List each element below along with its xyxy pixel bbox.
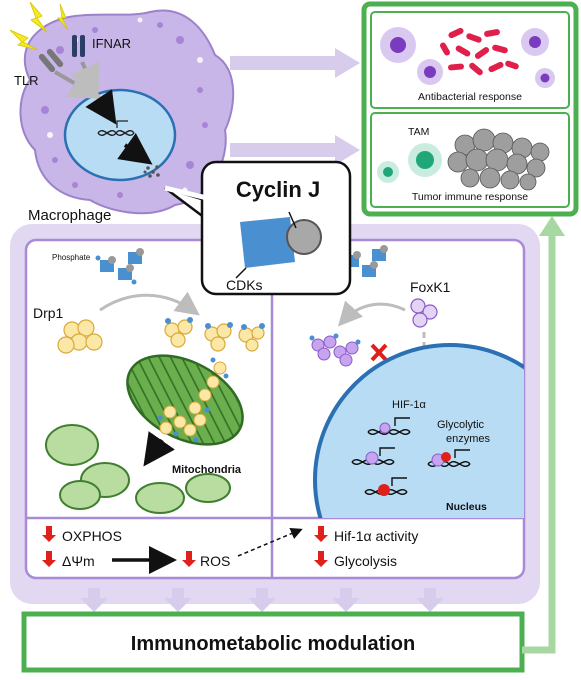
- glycolytic-label-line1: Glycolytic: [437, 419, 485, 431]
- oxphos-label: OXPHOS: [62, 528, 122, 544]
- nucleus-label: Nucleus: [446, 501, 487, 513]
- cell-to-response-arrows: [230, 48, 360, 165]
- tlr-label: TLR: [14, 73, 39, 88]
- tumor-mass-icon: [447, 128, 550, 191]
- foxk1-phospho-arrow: [337, 300, 406, 327]
- block-x-icon: [370, 343, 388, 362]
- nucleus: [313, 343, 524, 518]
- transcription-factor-icon: [365, 422, 451, 496]
- cdk-pointer: [235, 267, 247, 279]
- phospho-foxk1-cluster-icon: [309, 333, 361, 367]
- phosphate-label: Phosphate: [52, 253, 91, 262]
- ifnar-receptor-icon: [72, 35, 85, 57]
- cyclin-j-title: Cyclin J: [236, 177, 320, 202]
- macrophage-mini-icon: [380, 27, 555, 88]
- drp1-cluster-icon: [57, 319, 103, 354]
- ros-to-hif-arrow: [237, 527, 303, 557]
- fission-arrow: [143, 431, 175, 467]
- feedback-arrow: [522, 216, 565, 654]
- mitochondria-label: Mitochondria: [172, 464, 242, 476]
- cdks-label: CDKs: [226, 277, 263, 293]
- signal-arrows: [54, 61, 153, 165]
- foxk1-cluster-icon: [410, 298, 438, 328]
- cyclin-cdk-complex-icon: [95, 248, 144, 285]
- response-panel: [361, 1, 579, 217]
- bacteria-icon: [440, 27, 519, 76]
- drp1-label: Drp1: [33, 305, 64, 321]
- hif-activity-label: Hif-1α activity: [334, 528, 418, 544]
- lightning-icon: [9, 1, 69, 51]
- cyclin-speckles: [143, 165, 160, 178]
- antibacterial-label: Antibacterial response: [418, 91, 522, 103]
- phosphorylation-arrow: [99, 291, 200, 316]
- glycolysis-label: Glycolysis: [334, 553, 397, 569]
- cyclin-j-icon: [286, 219, 322, 255]
- footer-box: [21, 611, 525, 673]
- fragmented-mitochondria-icon: [45, 424, 231, 514]
- foxk1-label: FoxK1: [410, 279, 451, 295]
- tam-cell-icon: [377, 143, 442, 183]
- panel-to-footer-arrows: [80, 588, 444, 612]
- tumor-response-label: Tumor immune response: [412, 191, 528, 203]
- phospho-drp1-cluster-icon: [164, 317, 265, 352]
- tlr-receptor-icon: [38, 48, 64, 73]
- glycolytic-label-line2: enzymes: [446, 433, 491, 445]
- ifnar-label: IFNAR: [92, 36, 131, 51]
- membrane-potential-label: ΔΨm: [62, 553, 95, 569]
- cyclin-j-pointer: [288, 211, 297, 229]
- down-arrow-icon: [42, 526, 328, 567]
- macrophage-label: Macrophage: [28, 207, 111, 224]
- antibacterial-box: [370, 11, 570, 109]
- hif-label: HIF-1α: [392, 399, 427, 411]
- cdk-icon: [240, 217, 295, 268]
- footer-title: Immunometabolic modulation: [131, 633, 415, 655]
- tam-label: TAM: [408, 126, 429, 138]
- ros-label: ROS: [200, 553, 230, 569]
